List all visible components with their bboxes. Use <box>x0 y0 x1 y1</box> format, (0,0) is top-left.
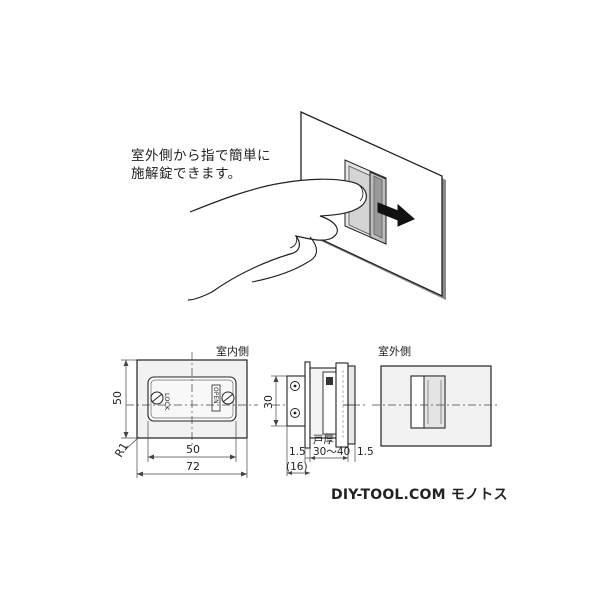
dim-door-thickness-label: 戸厚 <box>313 434 334 446</box>
dim-inner-width <box>147 421 237 462</box>
plate-open-text: OPEN <box>212 387 219 404</box>
caption-line-2: 施解錠できます。 <box>131 166 242 182</box>
plate-lock-text: LOCK <box>163 393 171 411</box>
dim-radius: R1 <box>112 440 131 459</box>
brand-suffix: モノトス <box>450 487 508 503</box>
brand-footer: DIY-TOOL.COM モノトス <box>331 484 508 504</box>
caption: 室外側から指で簡単に 施解錠できます。 <box>131 147 271 183</box>
brand-name: DIY-TOOL.COM <box>331 487 446 503</box>
dim-height-50: 50 <box>111 391 124 405</box>
dim-side-30: 30 <box>262 395 275 409</box>
indoor-label: 室内側 <box>216 344 249 358</box>
dim-depth-16: (16) <box>286 461 308 473</box>
outdoor-label: 室外側 <box>378 344 411 358</box>
dim-plate-left: 1.5 <box>289 446 306 458</box>
side-section-view <box>272 361 365 476</box>
dim-outer-width-72: 72 <box>186 460 200 473</box>
dim-side-height <box>271 375 287 427</box>
front-view-indoor: LOCK OPEN <box>126 352 258 446</box>
dim-door-thickness-range: 30～40 <box>313 446 350 458</box>
dim-plate-right: 1.5 <box>357 446 374 458</box>
dim-height <box>121 359 137 439</box>
outdoor-view <box>372 365 500 447</box>
dim-outer-width <box>136 438 248 478</box>
dim-inner-width-50: 50 <box>186 443 200 456</box>
caption-line-1: 室外側から指で簡単に <box>131 148 271 164</box>
usage-illustration <box>187 110 446 301</box>
